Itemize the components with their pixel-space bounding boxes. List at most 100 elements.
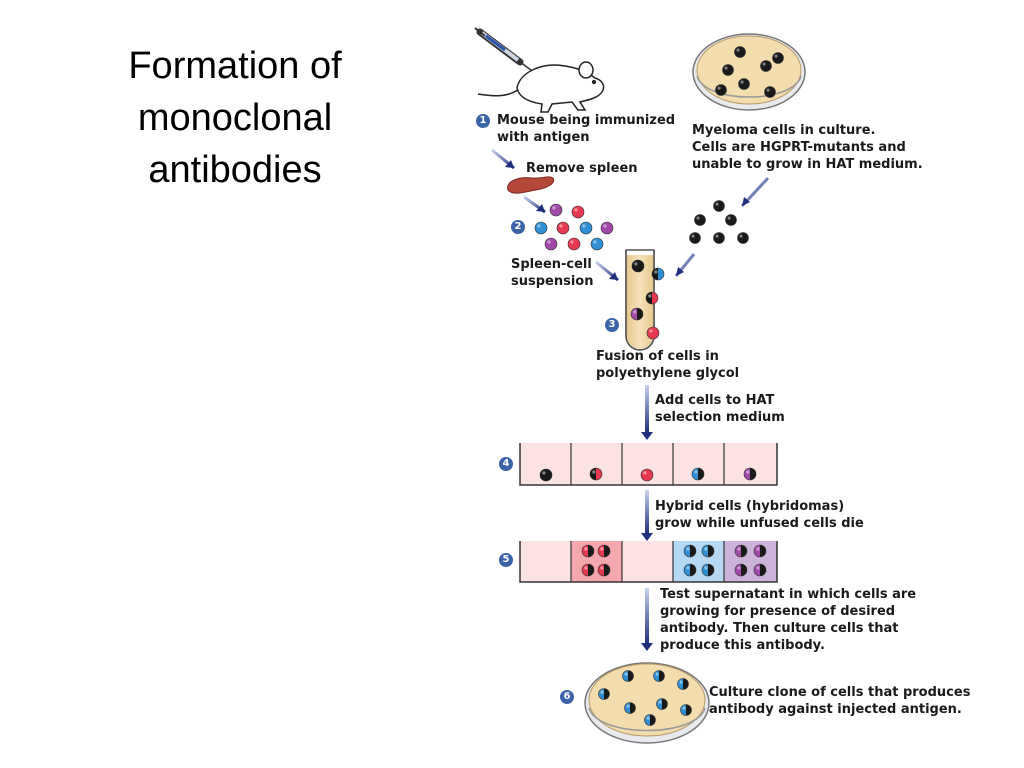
add-hat-label: Add cells to HAT selection medium — [655, 392, 785, 426]
process-arrows — [491, 148, 770, 651]
myeloma-culture-dish — [692, 33, 806, 111]
myeloma-cell — [722, 64, 734, 76]
cells-layer — [534, 46, 784, 726]
spleen-icon — [507, 176, 555, 194]
test-supernatant-label: Test supernatant in which cells are grow… — [660, 586, 916, 654]
clone-cell — [624, 702, 636, 714]
myeloma-line-2: Cells are HGPRT-mutants and — [692, 140, 906, 155]
myeloma-line-3: unable to grow in HAT medium. — [692, 157, 923, 172]
step-4-badge: 4 — [499, 457, 513, 471]
spleen-cell — [544, 237, 558, 251]
hybrid-line-1: Hybrid cells (hybridomas) — [655, 499, 845, 514]
well-cell — [640, 468, 654, 482]
hybridoma-cell — [753, 563, 767, 577]
hybridoma-cell — [683, 563, 697, 577]
step-1-badge: 1 — [476, 114, 490, 128]
test-line-3: antibody. Then culture cells that — [660, 621, 899, 636]
step-3-badge: 3 — [605, 318, 619, 332]
clone-cell — [680, 704, 692, 716]
myeloma-cell — [725, 214, 737, 226]
tube-cell — [645, 291, 659, 305]
tube-cell — [646, 326, 660, 340]
myeloma-cell — [738, 78, 750, 90]
step-1-line-2: with antigen — [497, 130, 590, 145]
hybridoma-cell — [597, 563, 611, 577]
step-3-label: Fusion of cells in polyethylene glycol — [596, 348, 739, 382]
selection-well-plate — [519, 443, 778, 486]
mouse-icon — [477, 61, 605, 113]
step-2-label: Spleen-cell suspension — [511, 256, 594, 290]
step-6-badge: 6 — [560, 690, 574, 704]
hybridoma-cell — [753, 544, 767, 558]
myeloma-cell — [764, 86, 776, 98]
step-6-label: Culture clone of cells that produces ant… — [709, 684, 970, 718]
hybrid-label: Hybrid cells (hybridomas) grow while unf… — [655, 498, 864, 532]
title-line-2: monoclonal — [137, 97, 333, 139]
well-cell — [589, 467, 603, 481]
clone-cell — [653, 670, 665, 682]
hybridoma-cell — [683, 544, 697, 558]
arrow-head — [505, 160, 514, 168]
myeloma-cell — [713, 232, 725, 244]
step-3-line-1: Fusion of cells in — [596, 349, 719, 364]
myeloma-cell — [760, 60, 772, 72]
well-cell — [539, 468, 553, 482]
myeloma-cell — [737, 232, 749, 244]
spleen-cell — [571, 205, 585, 219]
myeloma-cell — [689, 232, 701, 244]
myeloma-cell — [734, 46, 746, 58]
step-5-badge: 5 — [499, 553, 513, 567]
slide-title: Formation of monoclonal antibodies — [60, 40, 410, 196]
hybridoma-cell — [581, 544, 595, 558]
spleen-cell — [549, 203, 563, 217]
tube-cell — [651, 267, 665, 281]
remove-spleen-label: Remove spleen — [526, 161, 638, 176]
hybridoma-cell — [701, 544, 715, 558]
spleen-cell — [567, 237, 581, 251]
well-cell — [743, 467, 757, 481]
clone-cell — [598, 688, 610, 700]
step-6-line-1: Culture clone of cells that produces — [709, 685, 971, 700]
step-6-line-2: antibody against injected antigen. — [709, 702, 962, 717]
add-hat-line-2: selection medium — [655, 410, 785, 425]
myeloma-label: Myeloma cells in culture. Cells are HGPR… — [692, 122, 923, 173]
myeloma-line-1: Myeloma cells in culture. — [692, 123, 876, 138]
step-1-label: Mouse being immunized with antigen — [497, 112, 675, 146]
spleen-cell — [590, 237, 604, 251]
hybridoma-cell — [734, 563, 748, 577]
test-line-1: Test supernatant in which cells are — [660, 587, 917, 602]
title-line-1: Formation of — [128, 45, 342, 87]
add-hat-line-1: Add cells to HAT — [655, 393, 775, 408]
tube-cell — [630, 307, 644, 321]
tube-cell — [631, 259, 645, 273]
step-2-badge: 2 — [511, 220, 525, 234]
spleen-cell — [534, 221, 548, 235]
myeloma-cell — [772, 52, 784, 64]
spleen-cell — [579, 221, 593, 235]
hybridoma-cell — [597, 544, 611, 558]
test-line-4: produce this antibody. — [660, 638, 825, 653]
clone-cell — [644, 714, 656, 726]
step-3-line-2: polyethylene glycol — [596, 366, 740, 381]
clone-cell — [656, 698, 668, 710]
hybrid-line-2: grow while unfused cells die — [655, 516, 864, 531]
step-1-line-1: Mouse being immunized — [497, 113, 676, 128]
syringe-icon — [474, 27, 536, 74]
clone-cell — [622, 670, 634, 682]
step-2-line-1: Spleen-cell — [511, 257, 592, 272]
hybridoma-cell — [701, 563, 715, 577]
clone-culture-dish — [584, 662, 710, 744]
test-line-2: growing for presence of desired — [660, 604, 896, 619]
well-cell — [691, 467, 705, 481]
hybridoma-cell — [581, 563, 595, 577]
hybridoma-well-plate — [519, 541, 778, 583]
spleen-cell — [556, 221, 570, 235]
spleen-cell — [600, 221, 614, 235]
step-2-line-2: suspension — [511, 274, 594, 289]
title-line-3: antibodies — [148, 149, 322, 191]
myeloma-cell — [715, 84, 727, 96]
myeloma-cell — [694, 214, 706, 226]
clone-cell — [677, 678, 689, 690]
myeloma-cell — [713, 200, 725, 212]
